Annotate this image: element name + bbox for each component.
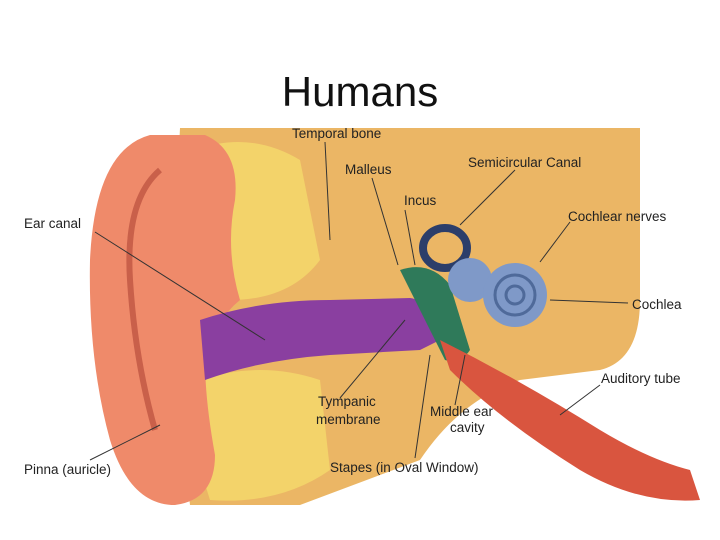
page-title: Humans <box>281 68 439 115</box>
label-tympanic-membrane-line2: membrane <box>316 412 381 427</box>
middle-ear-shape <box>400 267 470 362</box>
cochlea-spiral-1 <box>493 273 537 317</box>
label-incus: Incus <box>404 193 437 208</box>
label-tympanic-membrane-line1: Tympanic <box>318 394 376 409</box>
ear-anatomy-diagram: Temporal bone Malleus Semicircular Canal… <box>24 126 700 505</box>
leader-lines <box>89 141 629 461</box>
label-middle-ear-cavity-line1: Middle ear <box>430 404 494 419</box>
label-cochlea: Cochlea <box>632 297 682 312</box>
auditory-tube-shape <box>440 340 700 501</box>
label-auditory-tube: Auditory tube <box>601 371 681 386</box>
label-pinna: Pinna (auricle) <box>24 462 111 477</box>
label-stapes: Stapes (in Oval Window) <box>330 460 479 475</box>
semicircular-canal-shape <box>419 224 471 272</box>
label-semicircular-canal: Semicircular Canal <box>468 155 581 170</box>
pinna-inner-fold <box>126 167 163 431</box>
label-middle-ear-cavity-line2: cavity <box>450 420 485 435</box>
label-ear-canal: Ear canal <box>24 216 81 231</box>
label-malleus: Malleus <box>345 162 392 177</box>
fat-tissue-lower <box>196 370 330 501</box>
ear-canal-shape <box>200 298 440 380</box>
pinna-shape <box>89 135 240 505</box>
cochlea-spiral-2 <box>504 284 526 306</box>
label-temporal-bone: Temporal bone <box>292 126 381 141</box>
vestibule-shape <box>448 258 492 302</box>
label-cochlear-nerves: Cochlear nerves <box>568 209 667 224</box>
cochlea-shape <box>483 263 547 327</box>
